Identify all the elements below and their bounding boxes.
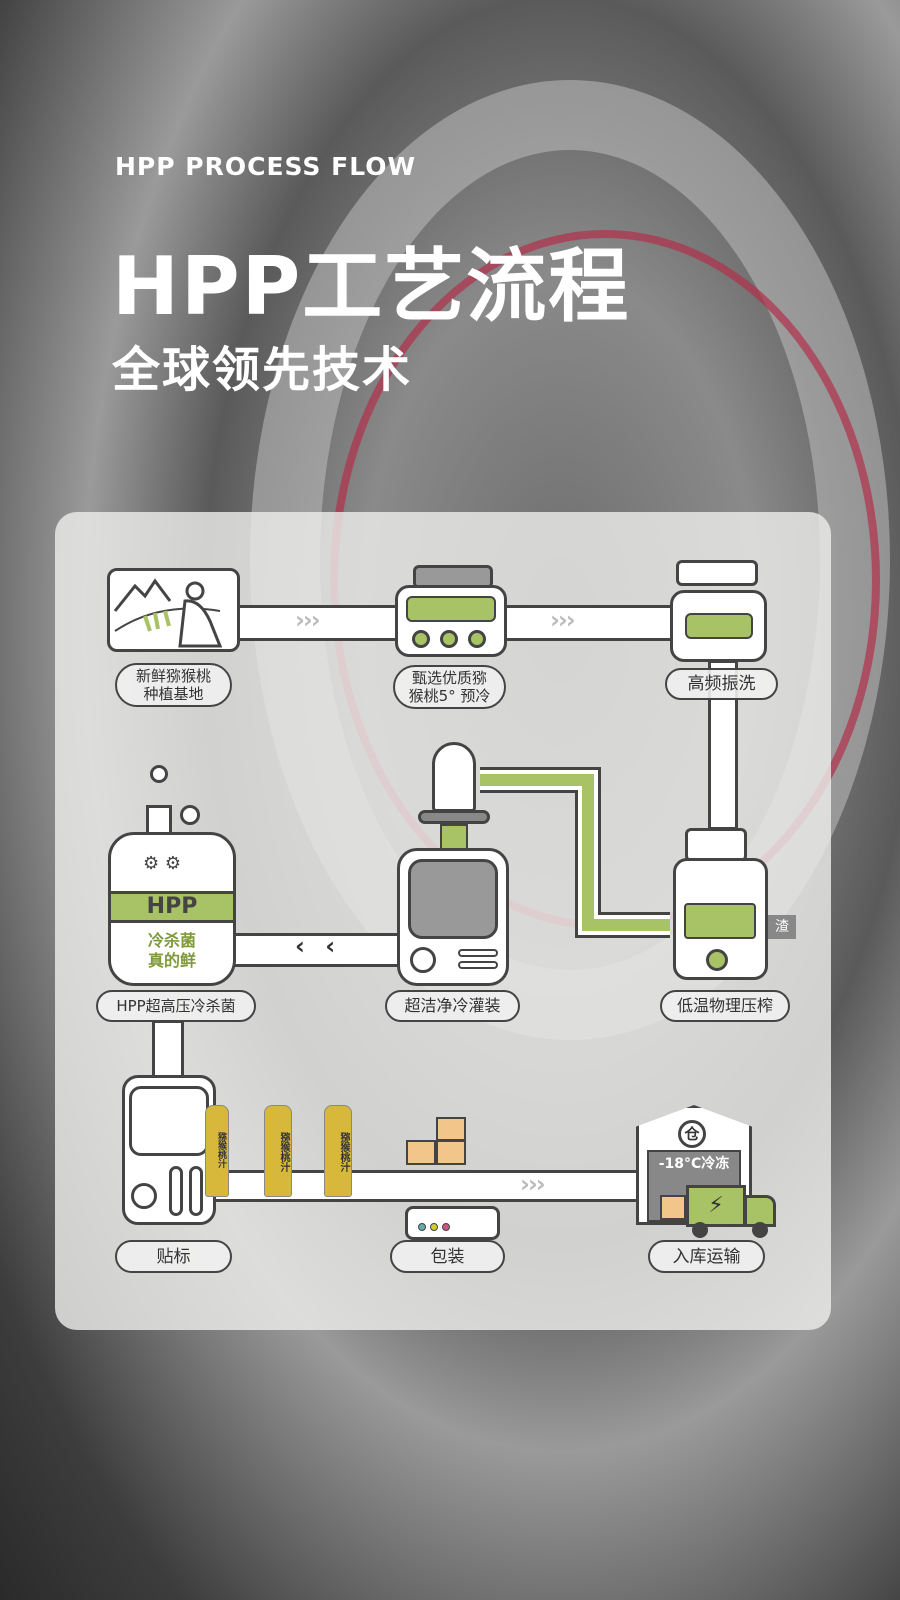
- step-label-filling: 超洁净冷灌装: [385, 990, 520, 1022]
- step-label-washing: 高频振洗: [665, 668, 778, 700]
- juice-stream: [440, 824, 468, 852]
- truck-cab: [744, 1195, 776, 1227]
- step-label-hpp: HPP超高压冷杀菌: [96, 990, 256, 1022]
- juice-pipe: [480, 767, 670, 938]
- page-title: HPP工艺流程: [112, 240, 631, 333]
- packer-icon: [405, 1206, 500, 1240]
- subtitle-en: HPP PROCESS FLOW: [115, 152, 417, 181]
- hpp-slogan: 真的鲜: [147, 951, 196, 970]
- delivery-truck-icon: ⚡: [686, 1185, 746, 1227]
- tagline: 全球领先技术: [112, 342, 413, 398]
- carton-icon: [436, 1140, 466, 1165]
- farm-icon: [107, 568, 240, 652]
- washer-icon: [670, 590, 767, 662]
- hpp-band: HPP: [111, 891, 233, 923]
- juice-bottle: 猕猴桃汁: [264, 1105, 292, 1197]
- filler-nozzle: [432, 742, 476, 812]
- juice-bottle: 猕猴桃汁: [324, 1105, 352, 1197]
- filler-ring: [418, 810, 490, 824]
- step-label-sorting: 甄选优质猕猴桃5° 预冷: [393, 665, 506, 709]
- freeze-temp: -18°C冷冻: [658, 1156, 730, 1172]
- filler-icon: [397, 848, 509, 986]
- press-top: [685, 828, 747, 862]
- labeler-icon: [122, 1075, 216, 1225]
- step-label-pressing: 低温物理压榨: [660, 990, 790, 1022]
- truck-wheel: [752, 1222, 768, 1238]
- truck-wheel: [692, 1222, 708, 1238]
- step-label-labeling: 贴标: [115, 1240, 232, 1273]
- press-icon: [673, 858, 768, 980]
- carton-icon: [436, 1117, 466, 1141]
- carton-icon: [406, 1140, 436, 1165]
- bubble-icon: [150, 765, 168, 783]
- arrow-forward-icon: ›››: [550, 606, 576, 634]
- arrow-forward-icon: ›››: [295, 606, 321, 634]
- step-label-farm: 新鲜猕猴桃种植基地: [115, 663, 232, 707]
- warehouse-sign: 仓: [678, 1120, 706, 1148]
- bacteria-icon: ⚙ ⚙: [143, 853, 181, 874]
- pipe-vertical: [152, 1020, 184, 1080]
- washer-hopper: [676, 560, 758, 586]
- sorter-icon: [395, 585, 507, 657]
- arrow-forward-icon: ›››: [520, 1170, 546, 1198]
- juice-bottle: 猕猴桃汁: [205, 1105, 229, 1197]
- pressure-gauge-icon: [180, 805, 200, 825]
- arrow-back-icon: ‹ ‹: [295, 932, 342, 960]
- step-label-packing: 包装: [390, 1240, 505, 1273]
- hpp-slogan: 冷杀菌: [147, 931, 196, 950]
- hpp-tank-icon: ⚙ ⚙ HPP 冷杀菌真的鲜: [108, 832, 236, 986]
- tank-valve: [146, 805, 172, 835]
- carton-icon: [660, 1195, 686, 1220]
- residue-tag: 渣: [768, 915, 796, 939]
- step-label-shipping: 入库运输: [648, 1240, 765, 1273]
